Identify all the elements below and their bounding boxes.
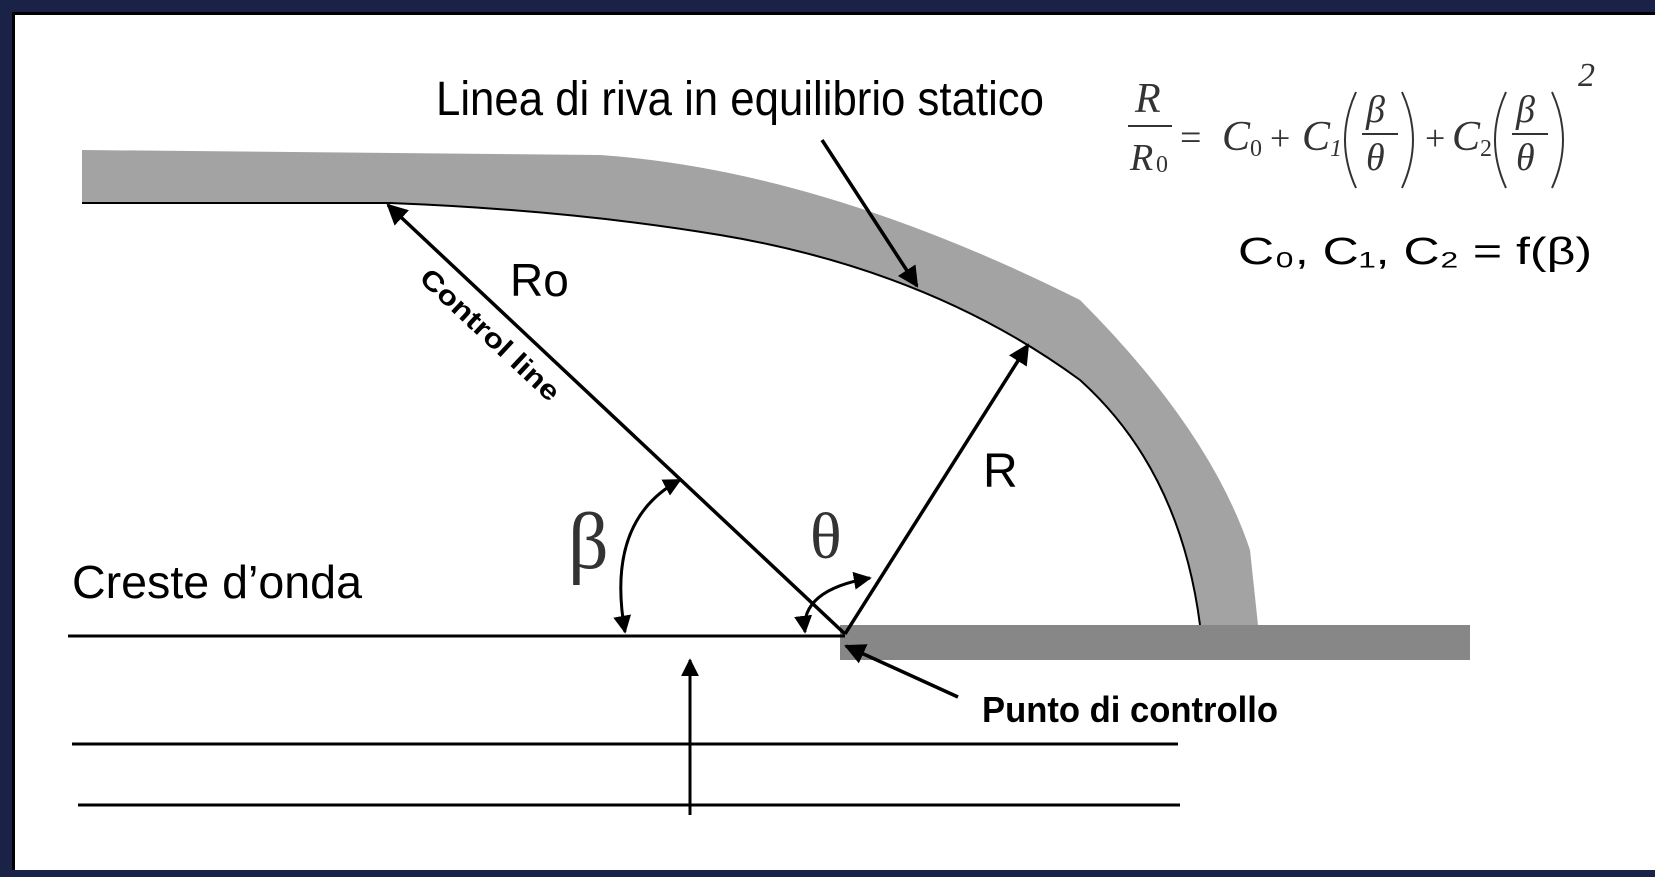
equilibrium-formula: R R 0 = C 0 + C 1 β θ + C 2 β θ 2 — [1128, 57, 1595, 189]
formula-plus-1: + — [1270, 118, 1290, 158]
formula-paren-right-1 — [1401, 91, 1414, 189]
formula-c1: C — [1302, 114, 1331, 160]
formula-equals: = — [1180, 117, 1201, 159]
formula-frac1-numerator: β — [1365, 89, 1385, 131]
formula-lhs-denominator: R — [1129, 137, 1153, 179]
wave-crests-label: Creste d’onda — [72, 556, 362, 608]
formula-lhs-numerator: R — [1134, 76, 1161, 122]
radius-r-arrow — [843, 343, 1030, 635]
formula-plus-2: + — [1425, 118, 1445, 158]
formula-frac1-denominator: θ — [1366, 137, 1385, 179]
theta-symbol: θ — [810, 500, 842, 573]
formula-frac2-denominator: θ — [1516, 137, 1535, 179]
formula-exponent: 2 — [1578, 57, 1595, 94]
formula-paren-left-1 — [1344, 91, 1357, 189]
ro-label: Ro — [510, 254, 569, 306]
control-line-arrow — [386, 203, 847, 636]
control-point-pointer-arrow — [844, 644, 959, 699]
formula-paren-right-2 — [1551, 91, 1564, 189]
r-label: R — [983, 445, 1018, 498]
formula-c1-sub: 1 — [1330, 136, 1342, 162]
control-point-label: Punto di controllo — [982, 689, 1278, 730]
formula-c0: C — [1222, 114, 1251, 160]
formula-c0-sub: 0 — [1250, 136, 1262, 162]
beta-symbol: β — [568, 498, 609, 586]
theta-angle-arc — [794, 571, 872, 634]
formula-frac2-numerator: β — [1515, 89, 1535, 131]
static-equilibrium-shoreline — [82, 150, 1258, 625]
formula-c2-sub: 2 — [1480, 136, 1492, 162]
headland-groin — [840, 625, 1470, 660]
formula-paren-left-2 — [1494, 91, 1507, 189]
diagram-title: Linea di riva in equilibrio statico — [436, 73, 1044, 126]
formula-lhs-denominator-sub: 0 — [1156, 152, 1168, 178]
shoreline-inner-edge — [82, 202, 1201, 626]
title-pointer-arrow — [820, 139, 919, 288]
formula-c2: C — [1452, 114, 1481, 160]
formula-coefficients: C₀, C₁, C₂ = f(β) — [1238, 231, 1592, 273]
beta-angle-arc — [613, 478, 682, 634]
